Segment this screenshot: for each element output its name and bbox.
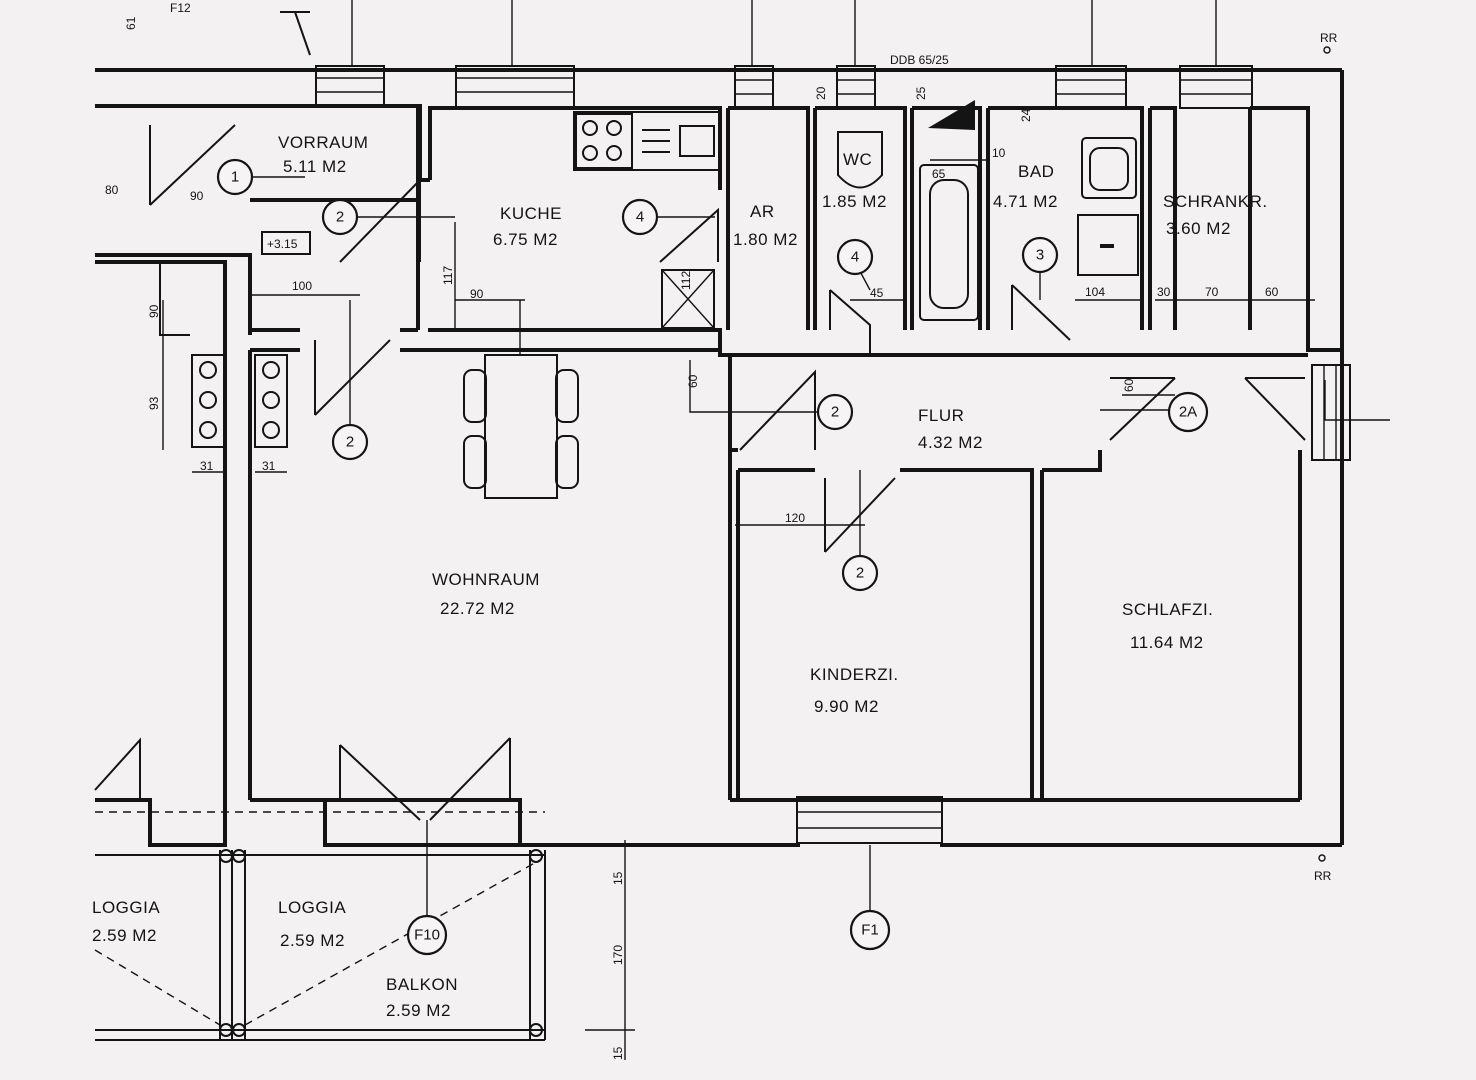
dim-20: 20: [814, 86, 828, 100]
dim-15-bottom: 15: [611, 1046, 625, 1060]
room-area-flur: 4.32 M2: [918, 433, 983, 452]
bath-fixtures: [837, 100, 1139, 321]
rain-pipe-bottom-label: RR: [1314, 869, 1332, 883]
room-labels: VORRAUM 5.11 M2 KUCHE 6.75 M2 AR 1.80 M2…: [92, 133, 1268, 1020]
room-name-flur: FLUR: [918, 406, 964, 425]
room-name-bad: BAD: [1018, 162, 1054, 181]
dim-70: 70: [1205, 285, 1219, 299]
dim-10: 10: [992, 146, 1006, 160]
window-tag-f10: F10: [414, 927, 440, 944]
room-area-kueche: 6.75 M2: [493, 230, 558, 249]
window-tag-f1: F1: [861, 922, 879, 939]
room-name-wohnraum: WOHNRAUM: [432, 570, 540, 589]
room-area-vorraum: 5.11 M2: [283, 157, 347, 176]
room-area-schrankraum: 3.60 M2: [1166, 219, 1231, 238]
dim-15-top: 15: [611, 871, 625, 885]
walls: [95, 68, 1344, 847]
dimension-lines: [162, 159, 1315, 1060]
door-tag-4-ar: 4: [636, 209, 644, 226]
dim-90-kueche: 90: [470, 287, 484, 301]
room-name-schlafzimmer: SCHLAFZI.: [1122, 600, 1213, 619]
room-name-kinderzimmer: KINDERZI.: [810, 665, 899, 684]
door-tag-2a: 2A: [1179, 404, 1197, 421]
dim-24: 24: [1019, 108, 1033, 122]
room-area-kinderzimmer: 9.90 M2: [814, 697, 879, 716]
dim-45: 45: [870, 286, 884, 300]
room-area-wc: 1.85 M2: [822, 192, 887, 211]
rain-pipe-top-label: RR: [1320, 31, 1338, 45]
dim-31-left: 31: [200, 459, 214, 473]
door-tags: 1 2 2 2 2 4 4 3 2A F10 F1: [216, 158, 1209, 956]
room-area-balkon: 2.59 M2: [386, 1001, 451, 1020]
wc-fixture-label: WC: [843, 150, 872, 169]
room-area-loggia-left: 2.59 M2: [92, 926, 157, 945]
dim-60-flur: 60: [686, 374, 700, 388]
room-name-loggia-left: LOGGIA: [92, 898, 160, 917]
door-tag-2-living: 2: [346, 434, 354, 451]
room-area-schlafzimmer: 11.64 M2: [1130, 633, 1204, 652]
dimension-labels: 61 80 90 100 117 90 112 20 25 24 10 65 4…: [105, 16, 1279, 1060]
dim-80: 80: [105, 183, 119, 197]
shafts: [159, 261, 288, 448]
door-swings: [94, 124, 1306, 821]
dim-117: 117: [441, 266, 455, 285]
dim-61: 61: [124, 16, 138, 30]
dim-90-shaft: 90: [147, 304, 161, 318]
annotations: DDB 65/25 +3.15 RR RR F12: [170, 1, 1338, 883]
dining-table: [463, 354, 579, 499]
room-name-loggia: LOGGIA: [278, 898, 346, 917]
dim-25: 25: [914, 86, 928, 100]
dim-30: 30: [1157, 285, 1171, 299]
room-name-kueche: KUCHE: [500, 204, 562, 223]
door-tag-2-kitchen: 2: [336, 209, 344, 226]
level-label: +3.15: [267, 237, 298, 251]
room-name-ar: AR: [750, 202, 775, 221]
dim-112: 112: [679, 271, 693, 290]
dim-90-vorraum: 90: [190, 189, 204, 203]
dim-60-right: 60: [1122, 378, 1136, 392]
room-area-wohnraum: 22.72 M2: [440, 599, 515, 618]
balconies: [94, 811, 546, 1041]
dim-120: 120: [785, 511, 805, 525]
room-name-schrankraum: SCHRANKR.: [1163, 192, 1268, 211]
dim-104: 104: [1085, 285, 1105, 299]
window-tag-f12: F12: [170, 1, 191, 15]
door-tag-4-wc: 4: [851, 249, 859, 266]
room-area-loggia: 2.59 M2: [280, 931, 345, 950]
dim-31-right: 31: [262, 459, 276, 473]
room-name-vorraum: VORRAUM: [278, 133, 368, 152]
door-tag-2-kinderzimmer: 2: [856, 565, 864, 582]
dim-60: 60: [1265, 285, 1279, 299]
door-tag-1: 1: [231, 169, 239, 186]
kitchen-fixtures: [573, 111, 721, 329]
door-tag-3-bad: 3: [1036, 247, 1044, 264]
dim-100: 100: [292, 279, 312, 293]
door-tag-2-flur: 2: [831, 404, 839, 421]
dim-93: 93: [147, 396, 161, 410]
dim-65: 65: [932, 167, 946, 181]
dim-170: 170: [611, 945, 625, 965]
windows: [315, 0, 1390, 918]
wall-spec-label: DDB 65/25: [890, 53, 949, 67]
room-area-bad: 4.71 M2: [993, 192, 1058, 211]
room-area-ar: 1.80 M2: [733, 230, 798, 249]
room-name-balkon: BALKON: [386, 975, 458, 994]
